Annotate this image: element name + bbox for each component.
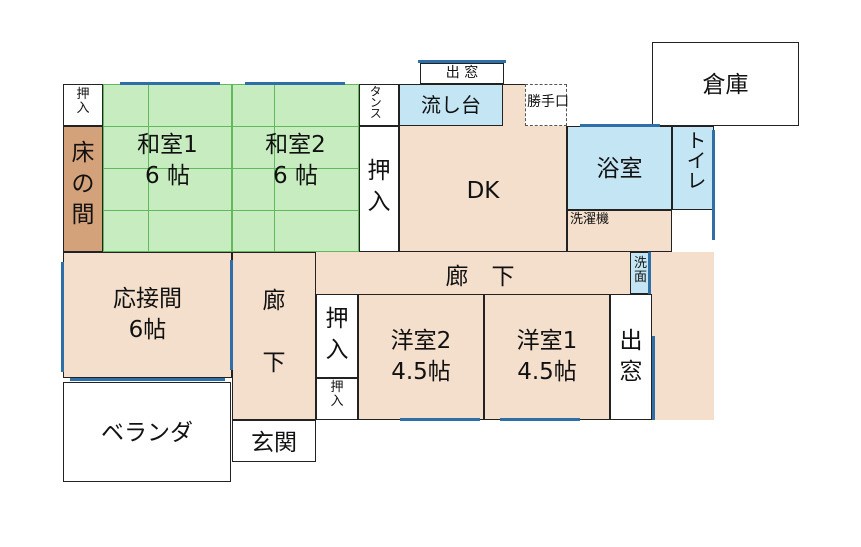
- tatami-line: [232, 210, 359, 211]
- tatami-line: [103, 126, 232, 127]
- demado-right-label: 出 窓: [619, 328, 643, 386]
- window: [70, 378, 225, 381]
- oshiire-lower-small-label: 押 入: [330, 380, 344, 410]
- oshiire-lower-small: [316, 378, 358, 420]
- window: [400, 418, 480, 421]
- corridor-h-label: 廊 下: [445, 264, 515, 290]
- katteguchi: [525, 84, 567, 126]
- tatami-line: [103, 168, 232, 169]
- corridor-v-label: 廊 下: [262, 288, 286, 377]
- tatami-line: [103, 210, 232, 211]
- veranda-label: ベランダ: [101, 420, 193, 446]
- window: [245, 82, 345, 85]
- nagashidai: [399, 84, 503, 126]
- youshitsu1-label: 洋室1 4.5帖: [516, 328, 578, 386]
- tansu-label: タンス: [368, 85, 383, 118]
- toilet: [672, 126, 714, 210]
- window: [652, 336, 655, 420]
- tatami-line: [232, 168, 359, 169]
- oshiire-lower: [316, 294, 358, 378]
- bath-label: 浴室: [596, 156, 643, 182]
- washitsu1-label: 和室1 6 帖: [137, 132, 198, 190]
- youshitsu2: [358, 294, 484, 420]
- window: [230, 260, 233, 370]
- katteguchi-label: 勝手口: [527, 94, 569, 110]
- demado-top: [420, 63, 504, 84]
- tansu: [359, 84, 399, 126]
- window: [712, 130, 715, 240]
- toilet-label: トイレ: [683, 130, 707, 190]
- oshiire-small-label: 押 入: [76, 87, 90, 117]
- window: [580, 124, 660, 127]
- sentakuki: [567, 210, 672, 252]
- youshitsu1: [484, 294, 610, 420]
- corridor-lower: [232, 252, 316, 420]
- youshitsu2-label: 洋室2 4.5帖: [390, 328, 452, 386]
- veranda: [63, 382, 231, 482]
- storage-label: 倉庫: [702, 72, 749, 98]
- storage: [652, 42, 799, 126]
- demado-right: [610, 294, 652, 420]
- genkan: [232, 420, 316, 462]
- demado-top-label: 出 窓: [445, 65, 479, 81]
- tokonoma-label: 床 の 間: [71, 140, 95, 229]
- nagashidai-label: 流し台: [421, 93, 481, 117]
- senmen-label: 洗 面: [633, 256, 647, 286]
- window: [418, 60, 506, 63]
- oshiire-mid: [359, 126, 399, 252]
- dk-label: DK: [466, 178, 500, 204]
- tatami-line: [232, 126, 359, 127]
- oshiire-lower-label: 押 入: [325, 306, 349, 364]
- window: [500, 418, 580, 421]
- genkan-label: 玄関: [251, 430, 297, 456]
- window: [648, 252, 651, 294]
- sentakuki-label: 洗濯機: [570, 212, 610, 227]
- oshiire-small: [63, 84, 103, 126]
- tokonoma: [63, 126, 103, 252]
- ousetsuma: [63, 252, 232, 378]
- oshiire-mid-label: 押 入: [367, 158, 391, 216]
- ousetsuma-label: 応接間 6帖: [113, 286, 182, 344]
- washitsu2-label: 和室2 6 帖: [265, 132, 326, 190]
- window: [61, 262, 64, 372]
- window: [120, 82, 220, 85]
